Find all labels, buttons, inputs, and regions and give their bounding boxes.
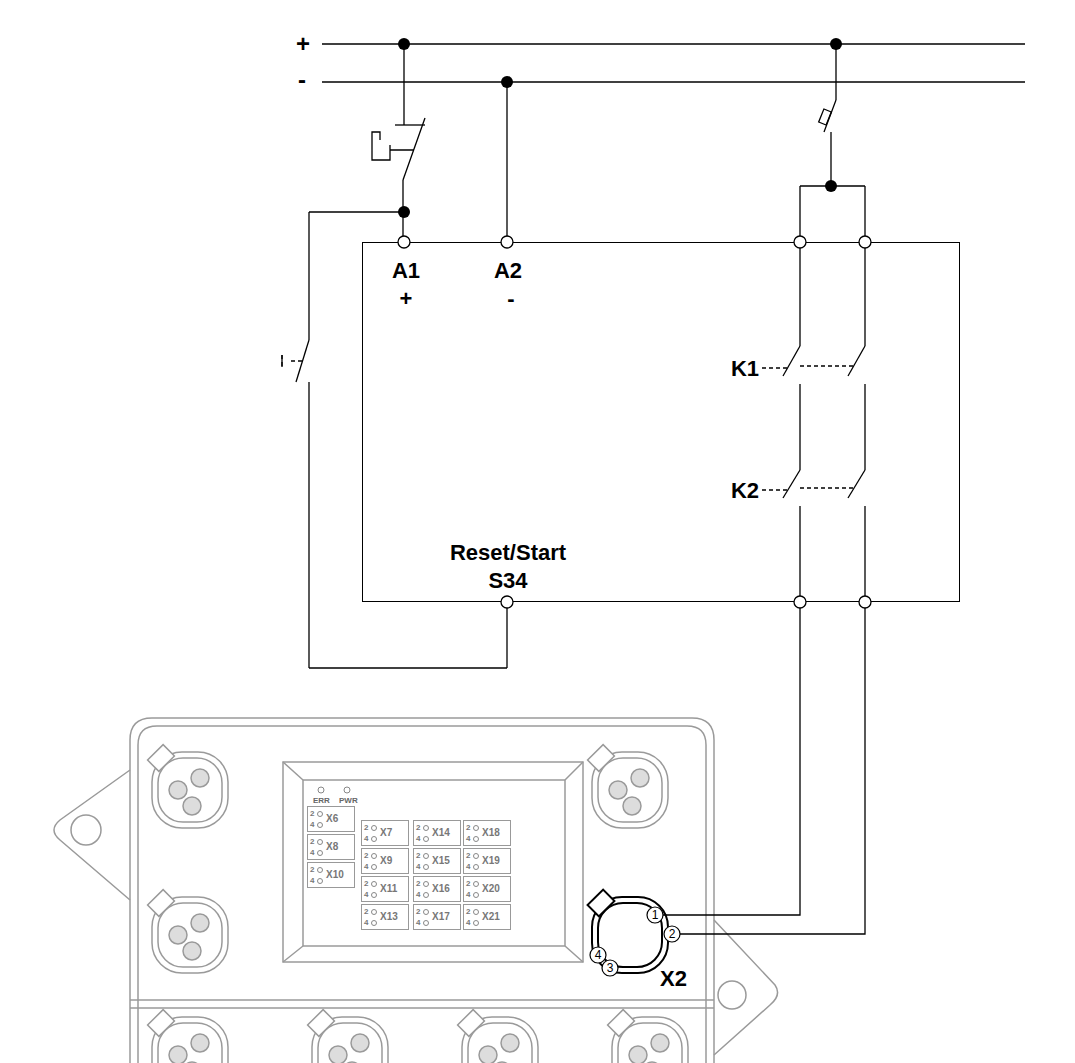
pin-number: 4 [364, 834, 368, 844]
pin-number: 2 [466, 823, 470, 833]
signal-wire [663, 602, 800, 915]
io-status-cell: 24 X14 [413, 820, 461, 846]
pin-number: 2 [364, 879, 368, 889]
connector-label: X17 [432, 911, 450, 923]
pin-number: 4 [364, 918, 368, 928]
x2-connector: 12 34X2 [560, 880, 705, 998]
bus-polarity-label: - [298, 66, 306, 94]
pin-number: 4 [466, 890, 470, 900]
terminal-label: - [481, 285, 541, 313]
connector-label: X14 [432, 827, 450, 839]
io-status-cell: 24 X21 [463, 904, 511, 930]
relay-contact-label: K2 [693, 477, 759, 505]
pin-number: 4 [310, 820, 314, 830]
pin-number: 1 [647, 907, 663, 923]
pin-number: 4 [416, 918, 420, 928]
connector-label: X13 [380, 911, 398, 923]
pin-number: 4 [416, 862, 420, 872]
pin-number: 4 [466, 918, 470, 928]
connector-label: X7 [380, 827, 392, 839]
pin-number: 3 [602, 960, 618, 976]
connector-label: X19 [482, 855, 500, 867]
connector-label: X8 [326, 841, 338, 853]
connector-sockets [148, 745, 688, 1063]
terminal-label: A2 [478, 257, 538, 285]
connector-label: X2 [660, 966, 687, 992]
io-status-cell: 24 X17 [413, 904, 461, 930]
supply-wiring [282, 44, 1025, 668]
io-status-cell: 24 X15 [413, 848, 461, 874]
io-status-cell: 24 X16 [413, 876, 461, 902]
connector-label: X20 [482, 883, 500, 895]
io-status-cell: 24 X11 [361, 876, 409, 902]
connector-label: X6 [326, 813, 338, 825]
pin-number: 4 [590, 947, 606, 963]
pin-number: 4 [310, 848, 314, 858]
connector-label: X15 [432, 855, 450, 867]
pin-number: 2 [364, 851, 368, 861]
io-status-cell: 24 X9 [361, 848, 409, 874]
pin-number: 2 [416, 879, 420, 889]
status-display-panel: ERRPWR24X624X824X1024X724X924X1124X1324X… [303, 780, 565, 946]
pin-number: 2 [416, 823, 420, 833]
connector-label: X11 [380, 883, 397, 895]
pin-number: 2 [416, 907, 420, 917]
pin-number: 2 [466, 907, 470, 917]
pin-number: 4 [416, 890, 420, 900]
module-housing [54, 718, 778, 1063]
safety-relay-box: A1+ A2- K1K2Reset/Start S34 [362, 242, 960, 602]
pin-number: 2 [310, 865, 314, 875]
terminal-label: + [376, 285, 436, 313]
terminal-label: Reset/Start S34 [433, 539, 583, 595]
pin-number: 4 [310, 876, 314, 886]
pin-number: 4 [466, 834, 470, 844]
io-status-cell: 24 X7 [361, 820, 409, 846]
status-led-label: ERR [313, 796, 330, 805]
pin-number: 4 [416, 834, 420, 844]
terminal-label: A1 [376, 257, 436, 285]
junction-dots [398, 38, 842, 218]
status-led-label: PWR [339, 796, 358, 805]
io-status-cell: 24 X10 [307, 862, 355, 888]
pin-number: 2 [310, 837, 314, 847]
pin-number: 4 [466, 862, 470, 872]
status-led [303, 782, 383, 796]
relay-contact-label: K1 [693, 355, 759, 383]
pin-number: 4 [364, 890, 368, 900]
pin-number: 2 [664, 926, 680, 942]
io-status-cell: 24 X8 [307, 834, 355, 860]
pin-number: 2 [364, 823, 368, 833]
pin-number: 4 [364, 862, 368, 872]
io-status-cell: 24 X20 [463, 876, 511, 902]
connector-label: X16 [432, 883, 450, 895]
io-status-cell: 24 X13 [361, 904, 409, 930]
signal-wire [680, 602, 865, 934]
connector-label: X9 [380, 855, 392, 867]
pin-number: 2 [364, 907, 368, 917]
io-status-cell: 24 X18 [463, 820, 511, 846]
connector-label: X10 [326, 869, 344, 881]
bus-polarity-label: + [296, 30, 310, 58]
pin-number: 2 [416, 851, 420, 861]
connector-label: X18 [482, 827, 500, 839]
io-status-cell: 24 X6 [307, 806, 355, 832]
io-status-cell: 24 X19 [463, 848, 511, 874]
pin-number: 2 [466, 851, 470, 861]
connector-label: X21 [482, 911, 500, 923]
pin-number: 2 [310, 809, 314, 819]
pin-number: 2 [466, 879, 470, 889]
